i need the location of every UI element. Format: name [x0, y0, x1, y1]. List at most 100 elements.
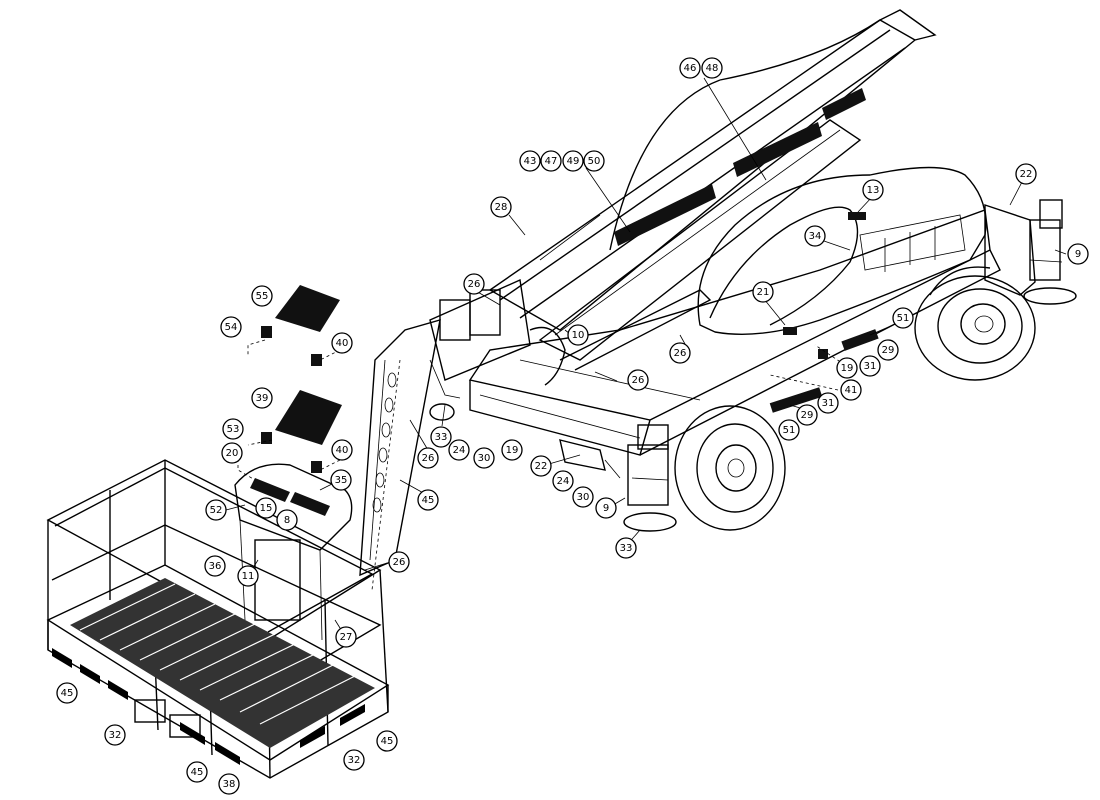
callout-number: 49: [567, 156, 580, 167]
callout-9: 9: [1067, 243, 1089, 265]
callout-circle: [251, 387, 273, 409]
callout-number: 13: [867, 185, 880, 196]
callout-number: 33: [620, 543, 633, 554]
callout-circle: [583, 150, 605, 172]
callout-circle: [331, 439, 353, 461]
callout-number: 9: [603, 503, 609, 514]
callout-number: 33: [435, 432, 448, 443]
callout-circle: [186, 761, 208, 783]
callout-31: 31: [817, 392, 839, 414]
callout-number: 26: [632, 375, 645, 386]
callout-number: 41: [845, 385, 858, 396]
callout-circle: [343, 749, 365, 771]
callout-13: 13: [862, 179, 884, 201]
callout-number: 45: [191, 767, 204, 778]
callout-number: 45: [422, 495, 435, 506]
callout-number: 32: [109, 730, 122, 741]
callout-number: 11: [242, 571, 255, 582]
callout-number: 55: [256, 291, 269, 302]
callout-26: 26: [417, 447, 439, 469]
callout-circle: [1015, 163, 1037, 185]
callout-circle: [388, 551, 410, 573]
callout-circle: [276, 509, 298, 531]
main-boom: [488, 9, 937, 331]
callout-number: 22: [535, 461, 548, 472]
callout-11: 11: [237, 565, 259, 587]
callout-number: 31: [822, 398, 835, 409]
callout-number: 46: [684, 63, 697, 74]
callout-circle: [752, 281, 774, 303]
callout-27: 27: [335, 626, 357, 648]
callout-number: 54: [225, 322, 238, 333]
callout-number: 29: [801, 410, 814, 421]
callout-number: 35: [335, 475, 348, 486]
callout-circle: [204, 555, 226, 577]
boom-decals: [614, 88, 866, 246]
callout-26: 26: [669, 342, 691, 364]
front-wheel: [674, 405, 786, 531]
callout-28: 28: [490, 196, 512, 218]
callout-circle: [615, 537, 637, 559]
callout-circle: [56, 682, 78, 704]
callout-26: 26: [388, 551, 410, 573]
machine-drawing: [46, 9, 1077, 779]
callout-circle: [463, 273, 485, 295]
callout-circle: [519, 150, 541, 172]
callout-55: 55: [251, 285, 273, 307]
callout-53: 53: [222, 418, 244, 440]
callout-circle: [220, 316, 242, 338]
callout-circle: [796, 404, 818, 426]
callout-number: 47: [545, 156, 558, 167]
callout-circle: [331, 332, 353, 354]
callout-circle: [376, 730, 398, 752]
callout-48: 48: [701, 57, 723, 79]
callout-number: 30: [577, 492, 590, 503]
callout-circle: [218, 773, 240, 795]
callout-20: 20: [221, 442, 243, 464]
callout-33: 33: [430, 426, 452, 448]
callout-41: 41: [840, 379, 862, 401]
callout-49: 49: [562, 150, 584, 172]
callout-number: 38: [223, 779, 236, 790]
basket: [46, 459, 390, 779]
callout-number: 51: [783, 425, 796, 436]
callout-circle: [335, 626, 357, 648]
callout-circle: [840, 379, 862, 401]
callout-number: 45: [381, 736, 394, 747]
callout-51: 51: [778, 419, 800, 441]
callout-33: 33: [615, 537, 637, 559]
callout-circle: [251, 285, 273, 307]
callout-number: 39: [256, 393, 269, 404]
callout-22: 22: [530, 455, 552, 477]
callout-29: 29: [877, 339, 899, 361]
callout-50: 50: [583, 150, 605, 172]
callout-47: 47: [540, 150, 562, 172]
callout-circle: [669, 342, 691, 364]
callout-number: 15: [260, 503, 273, 514]
decal-sheets: [261, 285, 342, 473]
callout-circle: [817, 392, 839, 414]
callout-number: 9: [1075, 249, 1081, 260]
callout-number: 24: [453, 445, 466, 456]
callout-number: 10: [572, 330, 585, 341]
control-box: [234, 463, 353, 641]
callout-52: 52: [205, 499, 227, 521]
callout-21: 21: [752, 281, 774, 303]
callout-number: 24: [557, 476, 570, 487]
callout-46: 46: [679, 57, 701, 79]
callout-40: 40: [331, 332, 353, 354]
callout-10: 10: [567, 324, 589, 346]
callout-45: 45: [417, 489, 439, 511]
callout-43: 43: [519, 150, 541, 172]
callout-number: 36: [209, 561, 222, 572]
callout-circle: [417, 489, 439, 511]
jib-arm: [359, 319, 441, 591]
callout-number: 26: [468, 279, 481, 290]
callout-number: 27: [340, 632, 353, 643]
callout-32: 32: [104, 724, 126, 746]
callout-number: 8: [284, 515, 290, 526]
callout-45: 45: [56, 682, 78, 704]
callout-circle: [859, 355, 881, 377]
callout-36: 36: [204, 555, 226, 577]
callout-circle: [222, 418, 244, 440]
